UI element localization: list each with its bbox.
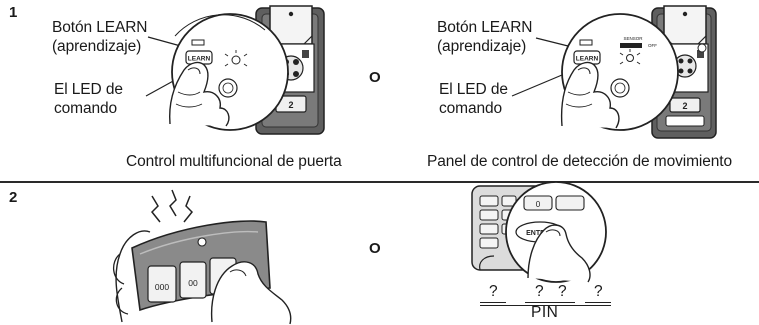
pin-digit-2: ? xyxy=(535,283,544,300)
pin-underline-1 xyxy=(480,302,506,304)
pin-underline-4 xyxy=(585,302,611,304)
pin-underline-3 xyxy=(549,302,575,304)
left-led-label: El LED de comando xyxy=(54,80,123,118)
right-learn-button-label: Botón LEARN (aprendizaje) xyxy=(437,18,533,56)
pin-digit-4: ? xyxy=(594,283,603,300)
pin-bracket-line xyxy=(480,305,611,306)
svg-text:000: 000 xyxy=(155,282,169,292)
left-led-label-line2: comando xyxy=(54,100,118,117)
left-learn-button-label: Botón LEARN (aprendizaje) xyxy=(52,18,148,56)
motion-detecting-control-panel-illustration: 2 LEARN SENSOR OFF xyxy=(511,5,717,139)
svg-text:2: 2 xyxy=(682,101,687,111)
left-led-label-line1: El LED de xyxy=(54,81,123,98)
svg-text:SENSOR: SENSOR xyxy=(623,36,643,41)
right-caption: Panel de control de detección de movimie… xyxy=(427,153,733,170)
right-led-label-line1: El LED de xyxy=(439,81,508,98)
multifunction-door-control-illustration: 2 LEARN xyxy=(145,5,325,135)
svg-text:OFF: OFF xyxy=(648,43,657,48)
step1-or-separator: O xyxy=(369,69,381,86)
svg-text:0: 0 xyxy=(536,200,541,209)
right-led-label-line2: comando xyxy=(439,100,503,117)
pin-underline-2 xyxy=(525,302,551,304)
step-2-number: 2 xyxy=(9,189,18,206)
svg-text:LEARN: LEARN xyxy=(188,56,211,63)
svg-text:00: 00 xyxy=(188,278,198,288)
svg-text:LEARN: LEARN xyxy=(576,56,599,63)
left-caption: Control multifuncional de puerta xyxy=(126,153,342,170)
pin-digit-1: ? xyxy=(489,283,498,300)
svg-text:ENTER: ENTER xyxy=(526,230,550,237)
left-learn-label-line1: Botón LEARN xyxy=(52,19,148,36)
pin-digit-3: ? xyxy=(558,283,567,300)
left-learn-label-line2: (aprendizaje) xyxy=(52,38,142,55)
svg-text:2: 2 xyxy=(288,100,293,110)
step-divider xyxy=(0,181,759,183)
right-learn-label-line1: Botón LEARN xyxy=(437,19,533,36)
right-learn-label-line2: (aprendizaje) xyxy=(437,38,527,55)
pin-label: PIN xyxy=(531,304,559,321)
right-led-label: El LED de comando xyxy=(439,80,508,118)
step-1-number: 1 xyxy=(9,4,18,21)
step2-or-separator: O xyxy=(369,240,381,257)
